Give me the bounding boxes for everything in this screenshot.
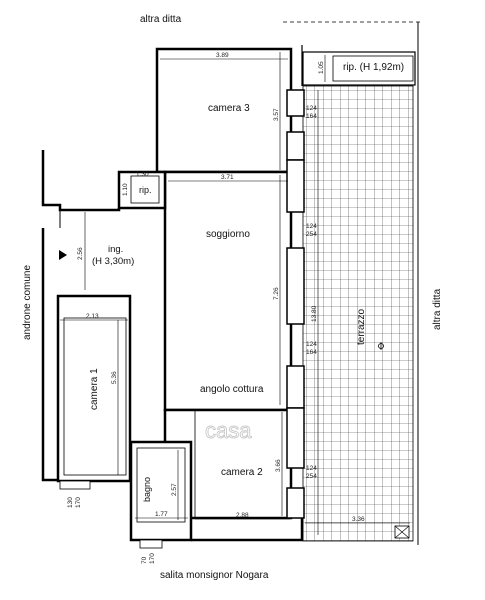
door2-b: 170 — [149, 553, 156, 564]
room-camera2: camera 2 — [221, 467, 263, 478]
dim-terrace-width: 3.36 — [352, 516, 365, 523]
win1-b: 164 — [306, 113, 317, 120]
dim-bagno-width: 1.77 — [155, 511, 168, 518]
bagno-inner — [136, 447, 186, 523]
door-step-1 — [59, 480, 91, 490]
dim-camera3-height: 3.57 — [273, 108, 280, 121]
dim-bagno-height: 2.57 — [171, 483, 178, 496]
window-5 — [286, 365, 305, 409]
window-6 — [286, 407, 305, 469]
window-2 — [286, 131, 305, 161]
dim-entrance: 2.56 — [77, 247, 84, 260]
door2-a: 70 — [141, 556, 148, 564]
storage-terrace-label: rip. (H 1,92m) — [343, 62, 404, 73]
win2-a: 124 — [306, 223, 317, 230]
bottom-wall — [191, 518, 304, 542]
door-step-2 — [139, 539, 163, 549]
room-soggiorno: soggiorno — [206, 229, 250, 240]
storage-small-label: rip. — [139, 185, 152, 195]
left-side-label: androne comune — [22, 265, 33, 340]
top-neighbor-label: altra ditta — [140, 14, 182, 25]
win3-a: 124 — [306, 341, 317, 348]
window-4 — [286, 247, 305, 325]
dim-storage-small-w: 1.30 — [136, 171, 149, 178]
win2-b: 254 — [306, 231, 317, 238]
door1-a: 130 — [67, 497, 74, 508]
room-terrazzo: terrazzo — [356, 308, 367, 345]
dim-terrace-height: 13.80 — [311, 305, 318, 322]
right-neighbor-label: altra ditta — [432, 288, 443, 330]
left-building-wall — [41, 228, 60, 482]
terrace-floor-grid — [302, 85, 414, 542]
win3-b: 164 — [306, 349, 317, 356]
dim-camera1-height: 5.36 — [111, 371, 118, 384]
dim-soggiorno-height: 7.26 — [273, 287, 280, 300]
entrance-walls — [41, 150, 121, 212]
entrance-label: ing. — [108, 244, 123, 255]
window-1 — [286, 89, 305, 117]
win4-a: 124 — [306, 465, 317, 472]
dim-camera2-width: 2.88 — [236, 512, 249, 519]
storage-terrace-inner — [332, 55, 414, 82]
room-camera3: camera 3 — [208, 103, 250, 114]
dim-storage-terrace: 1.05 — [318, 61, 325, 74]
terrace-corner-x2 — [394, 525, 410, 539]
dim-camera3-width: 3.89 — [216, 52, 229, 59]
camera3-walls — [155, 47, 293, 174]
soggiorno-walls — [163, 170, 293, 412]
window-3 — [286, 159, 305, 213]
dim-storage-small-h: 1.10 — [122, 183, 129, 196]
camera1-inner — [63, 317, 127, 476]
door1-b: 170 — [75, 497, 82, 508]
win1-a: 124 — [306, 105, 317, 112]
entrance-height-label: (H 3,30m) — [92, 256, 134, 267]
watermark: casa — [205, 418, 252, 443]
dim-soggiorno-width: 3.71 — [221, 174, 234, 181]
window-7 — [286, 487, 305, 519]
room-angolo-cottura: angolo cottura — [200, 384, 264, 395]
storage-small-inner — [130, 175, 160, 204]
entrance-arrow — [59, 250, 67, 260]
bottom-street-label: salita monsignor Nogara — [160, 570, 269, 581]
win4-b: 254 — [306, 473, 317, 480]
room-camera1: camera 1 — [89, 368, 100, 410]
dim-camera2-height: 3.66 — [275, 459, 282, 472]
dim-camera1-width: 2.13 — [86, 313, 99, 320]
room-bagno: bagno — [142, 477, 152, 502]
